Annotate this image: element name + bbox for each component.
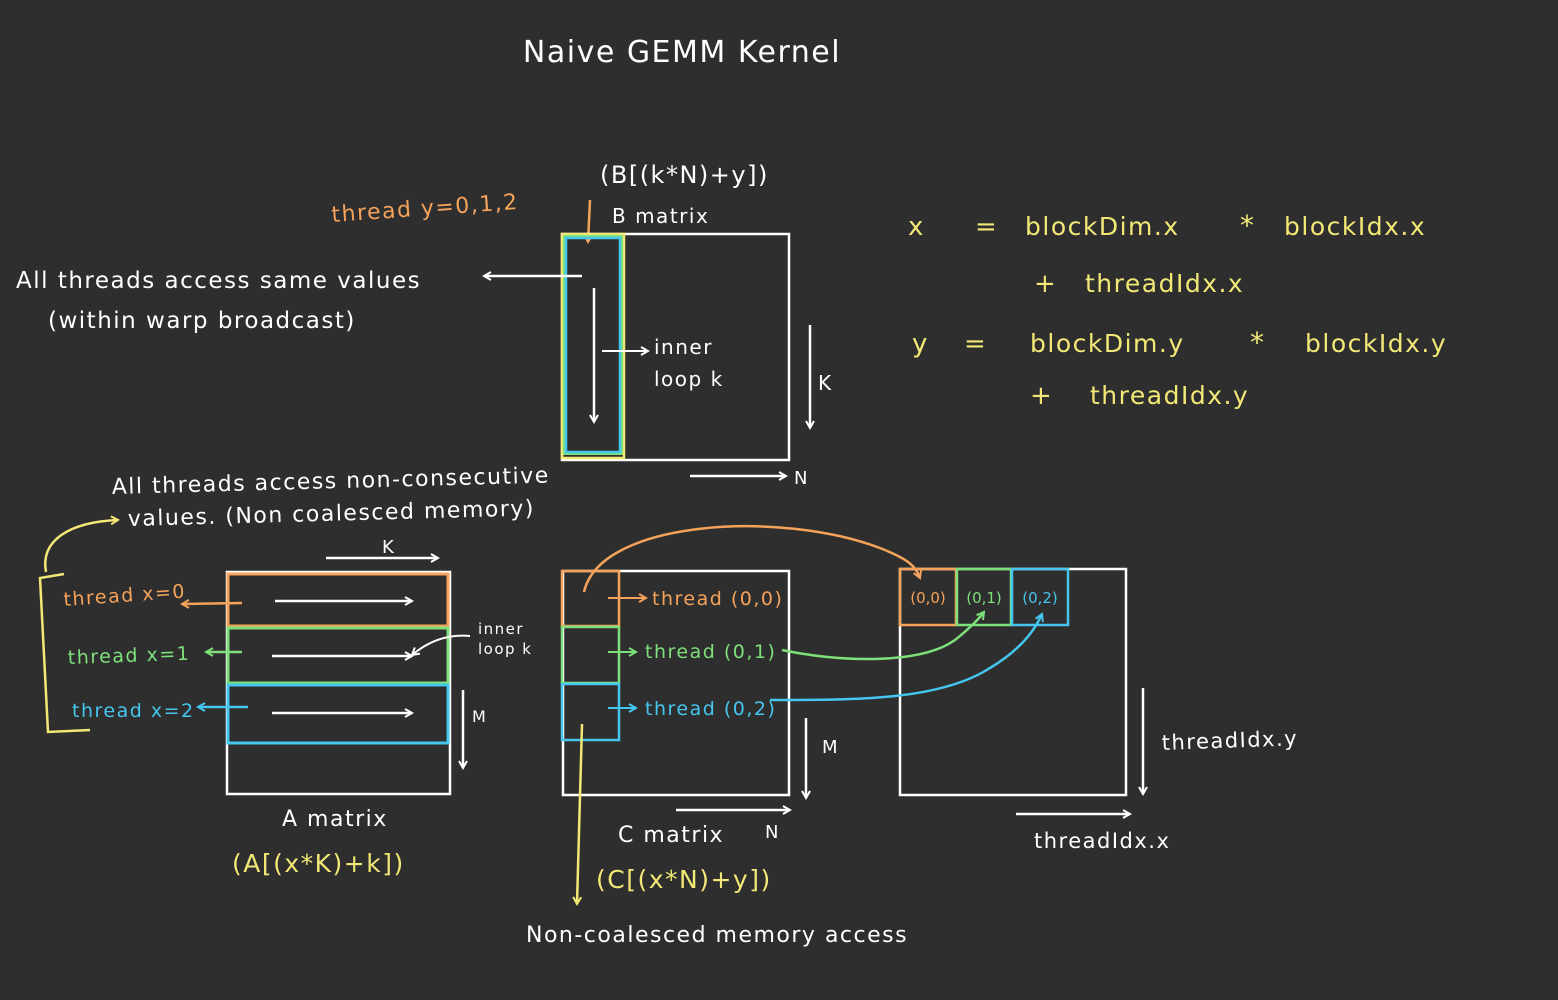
- eq-x-blockidx: blockIdx.x: [1284, 212, 1426, 241]
- c-matrix-group: thread (0,0) thread (0,1) thread (0,2) M…: [526, 569, 908, 948]
- c-matrix-formula: (C[(x*N)+y]): [596, 865, 772, 894]
- eq-y-threadidx: threadIdx.y: [1090, 381, 1249, 410]
- broadcast-note-line1: All threads access same values: [16, 268, 421, 294]
- a-note-line1: All threads access non-consecutive: [112, 464, 551, 500]
- a-note-arrow: [43, 520, 118, 573]
- b-matrix-group: (B[(k*N)+y]) B matrix thread y=0,1,2 inn…: [331, 161, 833, 489]
- b-matrix-label: B matrix: [612, 204, 709, 228]
- b-column-cyan: [564, 236, 622, 454]
- diagram-title: Naive GEMM Kernel: [523, 35, 841, 70]
- a-thread-0-label: thread x=0: [63, 580, 187, 610]
- c-thread-00-label: thread (0,0): [652, 588, 783, 610]
- c-thread-01-label: thread (0,1): [645, 641, 776, 663]
- a-row-1: [226, 626, 450, 685]
- b-n-axis-label: N: [794, 468, 809, 489]
- b-matrix-formula: (B[(k*N)+y]): [600, 161, 769, 189]
- block-cell-0-label: (0,0): [910, 589, 946, 607]
- eq-x-equals: =: [975, 212, 998, 242]
- broadcast-note-line2: (within warp broadcast): [48, 308, 356, 334]
- a-thread-2-label: thread x=2: [72, 700, 195, 722]
- a-inner-loop-label-2: loop k: [478, 640, 533, 658]
- c-n-axis-label: N: [765, 822, 780, 843]
- a-k-axis-label: K: [382, 537, 395, 558]
- mapping-curve-02: [769, 614, 1042, 702]
- block-y-axis-label: threadIdx.y: [1161, 726, 1298, 755]
- block-cell-2: [1010, 567, 1070, 627]
- block-x-axis-label: threadIdx.x: [1034, 829, 1170, 853]
- b-inner-loop-label-2: loop k: [654, 367, 724, 391]
- eq-y-blockdim: blockDim.y: [1030, 329, 1185, 358]
- a-note: All threads access non-consecutive value…: [38, 464, 551, 734]
- eq-x-star: *: [1240, 209, 1256, 242]
- mapping-curve-00: [582, 525, 920, 593]
- eq-y-equals: =: [964, 329, 987, 359]
- c-noncoalesced-arrow: [577, 723, 584, 904]
- c-m-axis-label: M: [822, 737, 839, 758]
- a-note-line2: values. (Non coalesced memory): [128, 496, 536, 532]
- eq-y-star: *: [1250, 326, 1266, 359]
- eq-x-plus: +: [1034, 269, 1057, 299]
- eq-x-lhs: x: [908, 212, 925, 242]
- b-column-yellow: [560, 232, 626, 460]
- a-inner-loop-label-1: inner: [478, 620, 524, 638]
- a-thread-1-label: thread x=1: [67, 643, 190, 669]
- eq-x-blockdim: blockDim.x: [1025, 212, 1180, 241]
- b-thread-label: thread y=0,1,2: [331, 190, 520, 228]
- a-m-axis-label: M: [472, 707, 487, 726]
- a-matrix-label: A matrix: [282, 807, 388, 832]
- block-grid-group: (0,0) (0,1) (0,2) threadIdx.y threadIdx.…: [898, 567, 1298, 853]
- a-inner-loop-pointer: [412, 634, 471, 655]
- b-k-axis-label: K: [818, 371, 833, 395]
- mapping-curve-01: [781, 612, 984, 661]
- eq-y-lhs: y: [912, 329, 929, 359]
- a-row-0: [226, 572, 450, 628]
- broadcast-note: All threads access same values (within w…: [16, 268, 582, 334]
- c-cell-2: [560, 682, 621, 742]
- eq-y-blockidx: blockIdx.y: [1305, 329, 1447, 358]
- eq-x-threadidx: threadIdx.x: [1085, 269, 1244, 298]
- b-column-green: [563, 235, 623, 455]
- c-noncoalesced-label: Non-coalesced memory access: [526, 923, 908, 948]
- a-matrix-formula: (A[(x*K)+k]): [232, 849, 405, 878]
- c-matrix-label: C matrix: [618, 823, 724, 848]
- a-row-2: [226, 683, 450, 745]
- a-threads-bracket: [38, 572, 91, 734]
- a-matrix-group: K inner loop k M thread x=0 thread x=1 t…: [63, 537, 533, 878]
- a-thread-0-arrow: [182, 603, 243, 604]
- eq-y-plus: +: [1030, 381, 1053, 411]
- c-thread-02-label: thread (0,2): [645, 698, 776, 720]
- b-inner-loop-label-1: inner: [654, 335, 713, 359]
- block-cell-1-label: (0,1): [966, 589, 1002, 607]
- index-equations: x = blockDim.x * blockIdx.x + threadIdx.…: [908, 209, 1447, 411]
- block-cell-2-label: (0,2): [1022, 589, 1058, 607]
- c-cell-1: [560, 625, 621, 685]
